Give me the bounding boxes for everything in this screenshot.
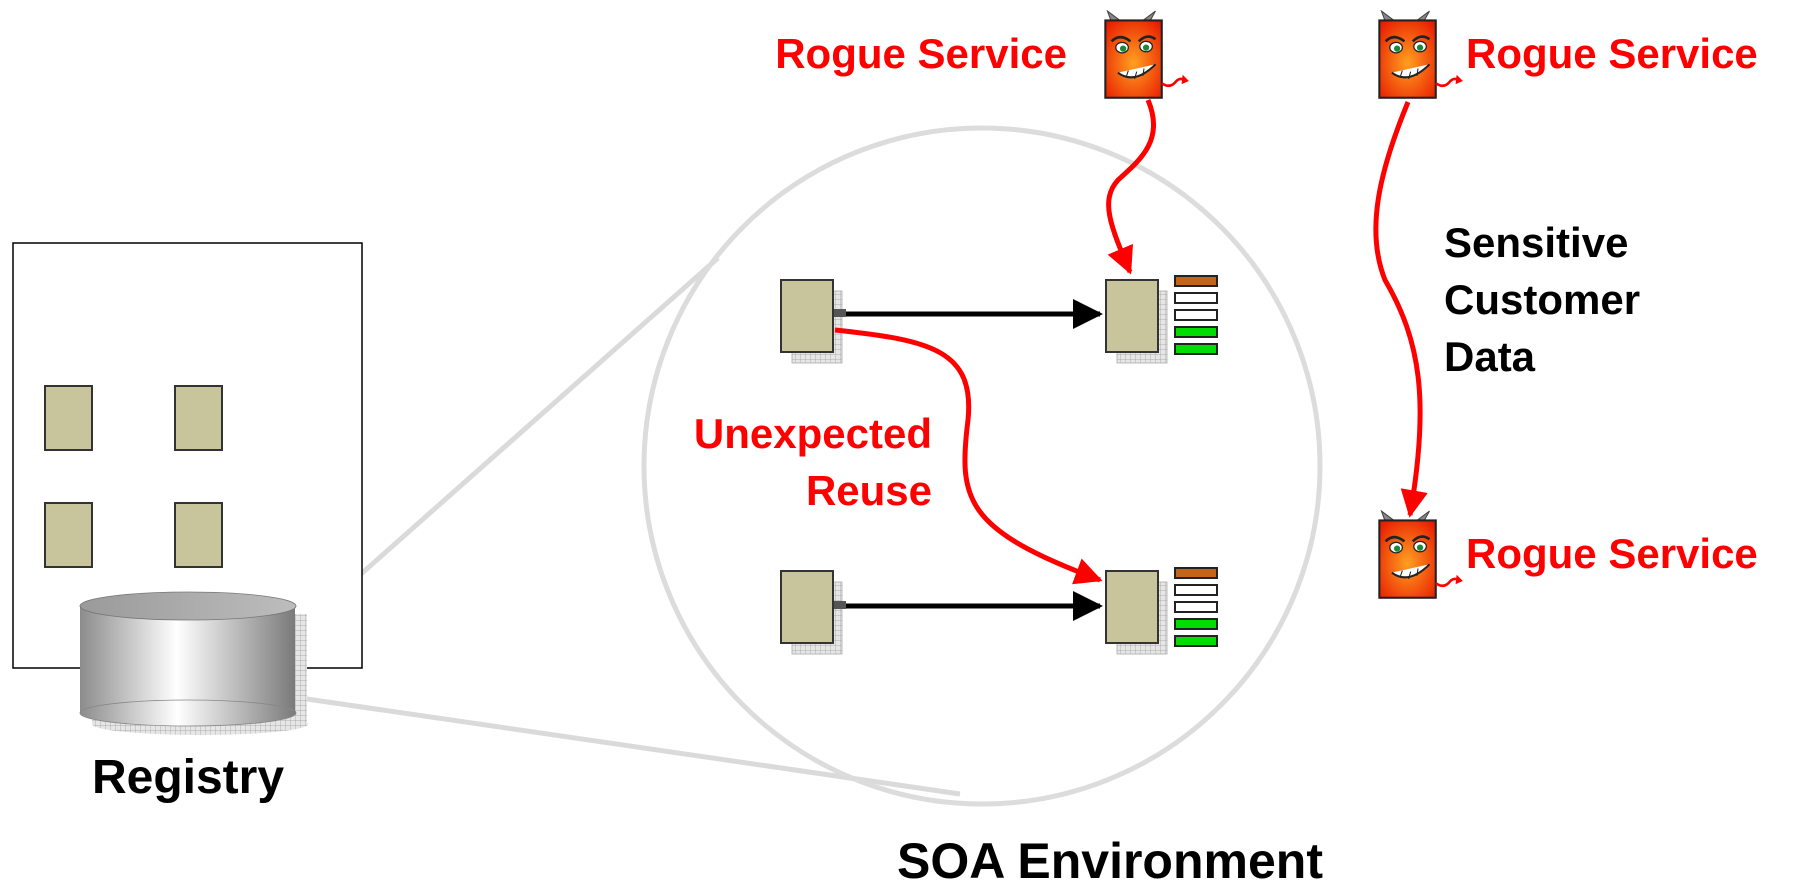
service-box-bottom-left	[780, 570, 843, 655]
soa-environment-circle	[641, 125, 1323, 807]
rogue-service-label-top-left: Rogue Service	[775, 30, 1067, 77]
soa-environment-label: SOA Environment	[897, 833, 1323, 881]
sensitive-data-arrow	[1373, 101, 1428, 518]
unexpected-reuse-arrow	[834, 327, 1103, 585]
database-cylinder-icon	[79, 591, 308, 735]
unexpected-reuse-label-line2: Reuse	[806, 467, 932, 514]
rogue-service-label-top-right: Rogue Service	[1466, 30, 1758, 77]
registry-entry-4	[174, 502, 223, 568]
sensitive-data-label-line1: Sensitive	[1444, 219, 1628, 266]
devil-document-icon-top-left	[1104, 10, 1191, 100]
rogue-service-label-bottom-right: Rogue Service	[1466, 530, 1758, 577]
sensitive-data-label-line3: Data	[1444, 333, 1536, 380]
registry-entry-3	[44, 502, 93, 568]
interface-stack-top	[1174, 275, 1218, 355]
rogue-access-arrow	[1106, 99, 1156, 275]
sensitive-data-label-line2: Customer	[1444, 276, 1640, 323]
service-box-top-left	[780, 279, 843, 364]
interface-stack-bottom	[1174, 567, 1218, 647]
registry-entry-1	[44, 385, 93, 451]
zoom-lines	[298, 256, 961, 797]
registry-label: Registry	[92, 751, 284, 804]
registry-entry-2	[174, 385, 223, 451]
service-box-bottom-right	[1105, 570, 1168, 655]
devil-document-icon-bottom-right	[1378, 510, 1465, 600]
unexpected-reuse-label-line1: Unexpected	[694, 410, 932, 457]
devil-document-icon-top-right	[1378, 10, 1465, 100]
service-box-top-right	[1105, 279, 1168, 364]
